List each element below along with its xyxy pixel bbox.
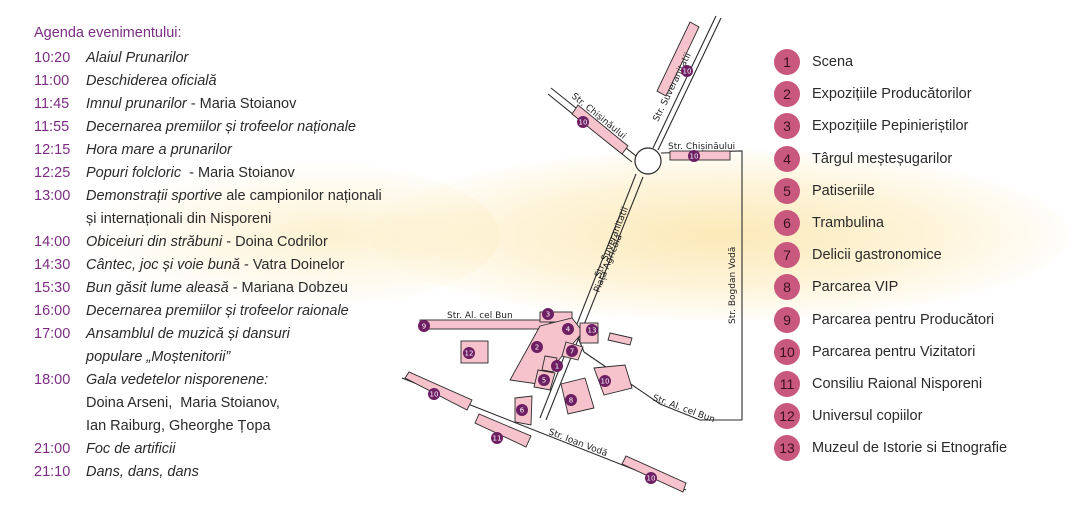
- plot-parking-right: [670, 151, 730, 160]
- svg-text:2: 2: [535, 344, 539, 352]
- marker-2: 2: [531, 341, 543, 353]
- marker-1: 1: [551, 360, 563, 372]
- svg-text:13: 13: [588, 327, 597, 335]
- marker-10-ioan-left: 10: [428, 388, 440, 400]
- legend-item: 9 Parcarea pentru Producători: [774, 304, 1007, 336]
- marker-10-right: 10: [688, 150, 700, 162]
- svg-text:3: 3: [546, 311, 550, 319]
- label-str-al-cel-bun-right: Str. Al. cel Bun: [651, 393, 716, 425]
- svg-text:10: 10: [579, 119, 588, 127]
- legend-item: 13 Muzeul de Istorie si Etnografie: [774, 432, 1007, 464]
- legend-number-badge: 11: [774, 371, 800, 397]
- svg-text:11: 11: [493, 435, 502, 443]
- legend-number-badge: 6: [774, 210, 800, 236]
- roundabout: [635, 148, 661, 174]
- legend-item: 1 Scena: [774, 46, 1007, 78]
- marker-11: 11: [491, 432, 503, 444]
- legend-number-badge: 10: [774, 339, 800, 365]
- legend-label: Universul copiilor: [812, 408, 922, 424]
- legend-number-badge: 3: [774, 113, 800, 139]
- marker-13: 13: [586, 324, 598, 336]
- svg-text:6: 6: [520, 407, 525, 415]
- svg-text:10: 10: [647, 475, 656, 483]
- marker-5: 5: [538, 374, 550, 386]
- svg-text:10: 10: [430, 391, 439, 399]
- legend-label: Patiseriile: [812, 183, 875, 199]
- marker-9: 9: [418, 320, 430, 332]
- legend-item: 5 Patiseriile: [774, 175, 1007, 207]
- legend-item: 4 Târgul meșteșugarilor: [774, 143, 1007, 175]
- marker-10-chisinaului: 10: [577, 116, 589, 128]
- legend-number-badge: 5: [774, 178, 800, 204]
- legend-label: Parcarea pentru Producători: [812, 312, 994, 328]
- legend-item: 12 Universul copiilor: [774, 400, 1007, 432]
- legend-label: Târgul meșteșugarilor: [812, 151, 952, 167]
- legend-number-badge: 1: [774, 49, 800, 75]
- marker-6: 6: [516, 404, 528, 416]
- legend-label: Trambulina: [812, 215, 884, 231]
- legend-number-badge: 7: [774, 242, 800, 268]
- legend-label: Expozițiile Producătorilor: [812, 86, 972, 102]
- marker-10-cel-bun: 10: [599, 375, 611, 387]
- legend-item: 11 Consiliu Raional Nisporeni: [774, 368, 1007, 400]
- legend-item: 7 Delicii gastronomice: [774, 239, 1007, 271]
- svg-text:10: 10: [690, 153, 699, 161]
- legend-label: Consiliu Raional Nisporeni: [812, 376, 982, 392]
- svg-text:1: 1: [555, 363, 559, 371]
- legend-label: Delicii gastronomice: [812, 247, 942, 263]
- marker-4: 4: [562, 323, 574, 335]
- legend-item: 8 Parcarea VIP: [774, 271, 1007, 303]
- label-str-bogdan-voda: Str. Bogdan Vodă: [728, 247, 738, 324]
- svg-text:10: 10: [601, 378, 610, 386]
- legend-item: 2 Expozițiile Producătorilor: [774, 78, 1007, 110]
- legend-item: 3 Expozițiile Pepinieriștilor: [774, 110, 1007, 142]
- legend-item: 10 Parcarea pentru Vizitatori: [774, 336, 1007, 368]
- marker-10-ioan-right: 10: [645, 472, 657, 484]
- legend-label: Expozițiile Pepinieriștilor: [812, 118, 968, 134]
- label-str-ioan-voda: Str. Ioan Vodă: [547, 427, 609, 459]
- plot-producers-parking: [420, 320, 550, 329]
- legend-number-badge: 4: [774, 146, 800, 172]
- legend-number-badge: 12: [774, 403, 800, 429]
- svg-text:4: 4: [566, 326, 571, 334]
- svg-text:10: 10: [683, 68, 692, 76]
- legend-label: Muzeul de Istorie si Etnografie: [812, 440, 1007, 456]
- legend-label: Parcarea pentru Vizitatori: [812, 344, 975, 360]
- legend-label: Parcarea VIP: [812, 279, 898, 295]
- svg-text:12: 12: [465, 350, 474, 358]
- plot-vip: [561, 378, 594, 414]
- legend-number-badge: 8: [774, 274, 800, 300]
- marker-10-top: 10: [681, 65, 693, 77]
- svg-text:5: 5: [542, 377, 546, 385]
- legend-number-badge: 13: [774, 435, 800, 461]
- legend-label: Scena: [812, 54, 853, 70]
- label-str-al-cel-bun-left: Str. Al. cel Bun: [447, 311, 513, 321]
- marker-3: 3: [542, 308, 554, 320]
- svg-text:7: 7: [570, 348, 574, 356]
- label-str-chisinaului-right: Str. Chișinăului: [668, 142, 735, 152]
- svg-text:8: 8: [569, 397, 573, 405]
- legend-number-badge: 9: [774, 307, 800, 333]
- marker-12: 12: [463, 347, 475, 359]
- marker-7: 7: [566, 345, 578, 357]
- svg-text:9: 9: [422, 323, 426, 331]
- plot-small: [608, 333, 632, 345]
- legend-number-badge: 2: [774, 81, 800, 107]
- legend-item: 6 Trambulina: [774, 207, 1007, 239]
- marker-8: 8: [565, 394, 577, 406]
- map-legend: 1 Scena 2 Expozițiile Producătorilor 3 Expozi…: [774, 46, 1007, 464]
